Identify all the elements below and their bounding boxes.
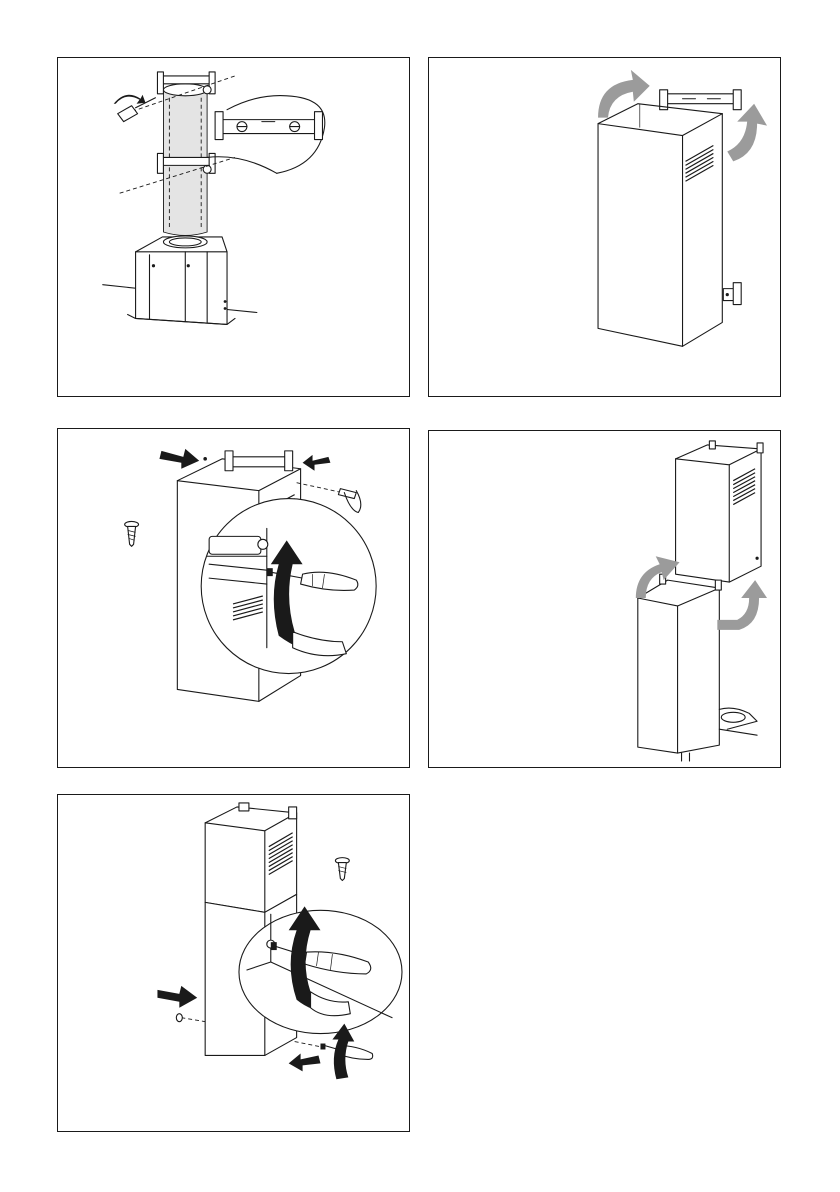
mount-surface-line [103, 285, 140, 289]
rotation-arrow-icon [717, 580, 767, 630]
lower-bracket [723, 283, 741, 305]
bracket-detail-callout [207, 96, 325, 174]
push-arrow-icon [303, 455, 331, 471]
push-arrow-icon [159, 449, 199, 469]
rotation-arrow-icon [727, 104, 767, 162]
step-1-illustration [57, 57, 410, 397]
screw-lower-chimney-drawing [58, 795, 409, 1131]
lower-chimney-drawing [429, 431, 780, 767]
screw-icon [338, 489, 360, 513]
duct-and-bracket-drawing [58, 58, 409, 396]
step-2-illustration [428, 57, 781, 397]
screw-icon [335, 858, 349, 881]
push-arrow-icon [157, 986, 197, 1008]
screw-icon [125, 521, 139, 546]
hood-motor-box [128, 236, 235, 324]
screw-detail-callout [201, 499, 376, 674]
upper-chimney-section [205, 803, 296, 912]
step-4-illustration [428, 430, 781, 768]
push-arrow-icon [289, 1053, 321, 1071]
screwdriver-icon [114, 95, 156, 122]
upper-chimney-section [676, 441, 763, 582]
rotation-arrow-icon [636, 556, 680, 598]
lower-chimney-section [638, 574, 722, 753]
upper-bracket [225, 451, 293, 471]
upper-bracket [660, 90, 742, 110]
step-3-illustration [57, 428, 410, 768]
screw-upper-chimney-drawing [58, 429, 409, 767]
step-5-illustration [57, 794, 410, 1132]
upper-chimney-drawing [429, 58, 780, 396]
upper-chimney-section [598, 104, 722, 347]
